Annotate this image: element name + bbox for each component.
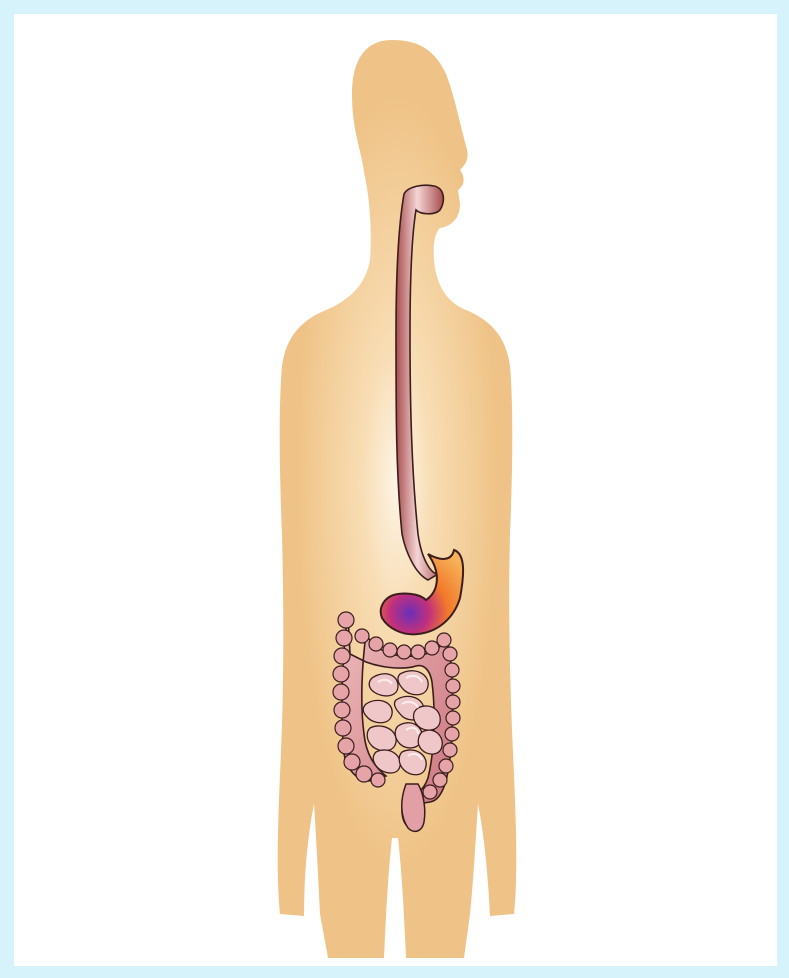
diagram-panel [14,14,777,966]
digestive-system-diagram [14,14,777,966]
body-silhouette [278,40,517,958]
rectum [402,784,425,831]
